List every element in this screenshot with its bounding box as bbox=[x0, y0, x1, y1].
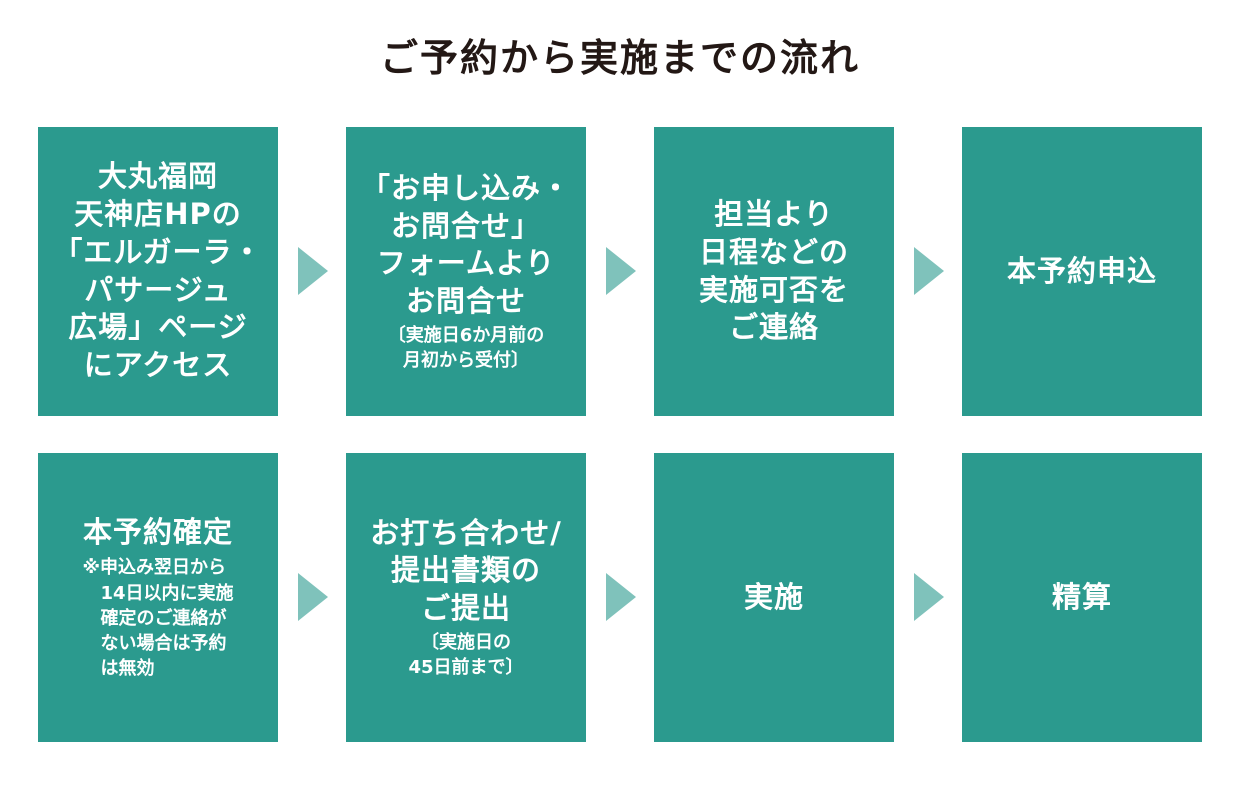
step-4-reservation-application: 本予約申込 bbox=[962, 127, 1202, 416]
step-5-label: 本予約確定 bbox=[82, 514, 233, 549]
arrow-right-icon bbox=[914, 573, 944, 621]
step-3-label: 担当より 日程などの 実施可否を ご連絡 bbox=[698, 197, 849, 345]
step-4-label: 本予約申込 bbox=[1006, 253, 1157, 288]
arrow-right-icon bbox=[606, 573, 636, 621]
arrow-right-icon bbox=[298, 573, 328, 621]
step-5-reservation-confirmed: 本予約確定 ※申込み翌日から 14日以内に実施 確定のご連絡が ない場合は予約 … bbox=[38, 453, 278, 742]
step-2-note: 〔実施日6か月前の 月初から受付〕 bbox=[387, 324, 545, 371]
step-7-implementation: 実施 bbox=[654, 453, 894, 742]
page-title: ご予約から実施までの流れ bbox=[379, 36, 860, 80]
step-5-note: ※申込み翌日から 14日以内に実施 確定のご連絡が ない場合は予約 は無効 bbox=[82, 557, 234, 680]
step-2-inquiry-form: 「お申し込み・ お問合せ」 フォームより お問合せ 〔実施日6か月前の 月初から… bbox=[346, 127, 586, 416]
step-7-label: 実施 bbox=[743, 579, 804, 614]
arrow-right-icon bbox=[298, 247, 328, 295]
step-1-label: 大丸福岡 天神店HPの 「エルガーラ・ パサージュ 広場」ページ にアクセス bbox=[53, 159, 263, 382]
step-8-settlement: 精算 bbox=[962, 453, 1202, 742]
step-1-access-hp: 大丸福岡 天神店HPの 「エルガーラ・ パサージュ 広場」ページ にアクセス bbox=[38, 127, 278, 416]
step-8-label: 精算 bbox=[1051, 579, 1112, 614]
arrow-right-icon bbox=[606, 247, 636, 295]
step-6-label: お打ち合わせ/ 提出書類の ご提出 bbox=[370, 515, 562, 626]
step-6-meeting-documents: お打ち合わせ/ 提出書類の ご提出 〔実施日の 45日前まで〕 bbox=[346, 453, 586, 742]
step-3-contact-from-staff: 担当より 日程などの 実施可否を ご連絡 bbox=[654, 127, 894, 416]
arrow-right-icon bbox=[914, 247, 944, 295]
step-6-note: 〔実施日の 45日前まで〕 bbox=[408, 631, 524, 679]
step-2-label: 「お申し込み・ お問合せ」 フォームより お問合せ bbox=[360, 170, 571, 318]
